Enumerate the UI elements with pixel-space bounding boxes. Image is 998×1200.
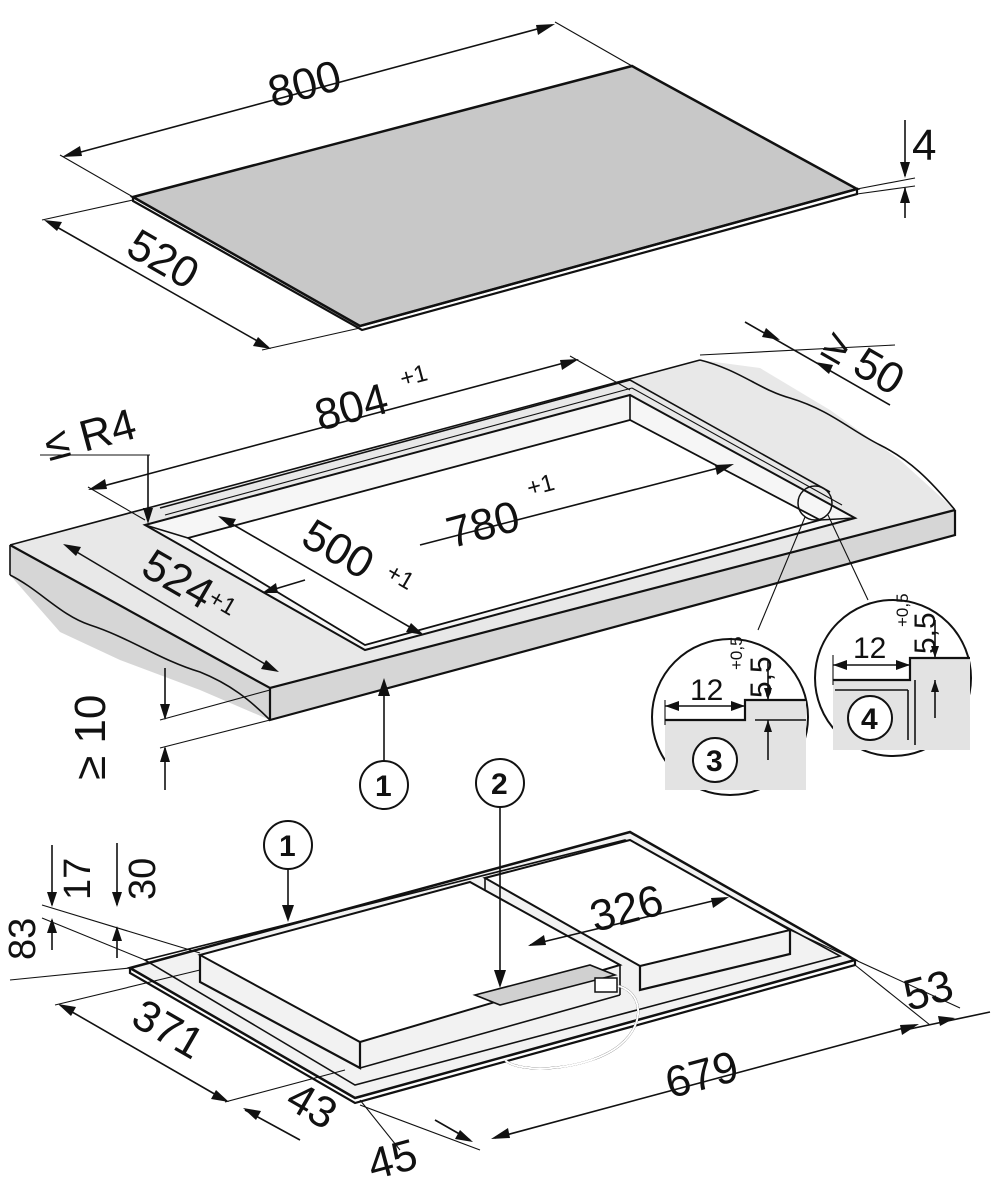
detail-4-width: 12: [853, 632, 886, 665]
dim-30-label: 30: [122, 858, 164, 900]
dim-10-label: ≥ 10: [66, 695, 115, 780]
callout-2-label: 2: [491, 768, 508, 801]
circle-callout-icon: [847, 695, 893, 741]
dim-4: 4: [856, 120, 936, 218]
detail-3-label: 3: [706, 745, 723, 778]
dim-83: 83: [2, 918, 131, 981]
dim-50-label: ≥ 50: [814, 320, 912, 405]
dim-4-label: 4: [912, 121, 936, 170]
dim-800-label: 800: [263, 51, 347, 117]
dim-r4-label: ≤ R4: [39, 400, 141, 471]
detail-4: 12 5,5 +0,5 4: [814, 593, 972, 757]
dim-45-label: 45: [363, 1130, 423, 1190]
dim-804-label: 804: [310, 374, 394, 440]
callout-1-hob: 1: [263, 820, 313, 922]
callout-1b-label: 1: [279, 830, 296, 863]
glass-panel-surface: [129, 64, 861, 328]
circle-callout-icon: [359, 760, 409, 810]
detail-3-depth: 5,5: [745, 656, 778, 698]
dim-83-label: 83: [2, 918, 44, 960]
detail-4-label: 4: [861, 703, 878, 736]
callout-2: 2: [475, 758, 525, 988]
dim-10: ≥ 10: [66, 668, 271, 790]
hob-unit: [126, 830, 859, 1105]
magnifier-circle-icon: [797, 485, 833, 521]
worktop: [9, 359, 957, 722]
dim-679-label: 679: [660, 1042, 744, 1108]
detail-3-width: 12: [690, 674, 723, 707]
detail-4-depth: 5,5: [909, 612, 942, 654]
detail-4-tol: +0,5: [893, 593, 912, 627]
connector-plate: [472, 964, 618, 1006]
circle-callout-icon: [692, 737, 738, 783]
dim-53-label: 53: [898, 961, 958, 1021]
dim-17-label: 17: [57, 858, 99, 900]
callout-1-label: 1: [375, 770, 392, 803]
detail-3-tol: +0,5: [727, 636, 746, 670]
detail-3: 12 5,5 +0,5 3: [651, 636, 809, 796]
dim-r4: ≤ R4: [39, 400, 153, 524]
glass-panel: [129, 64, 861, 332]
callout-1-worktop: 1: [359, 678, 409, 810]
dim-804-tol: +1: [397, 360, 430, 393]
dim-17-30: 17 30: [41, 843, 201, 961]
